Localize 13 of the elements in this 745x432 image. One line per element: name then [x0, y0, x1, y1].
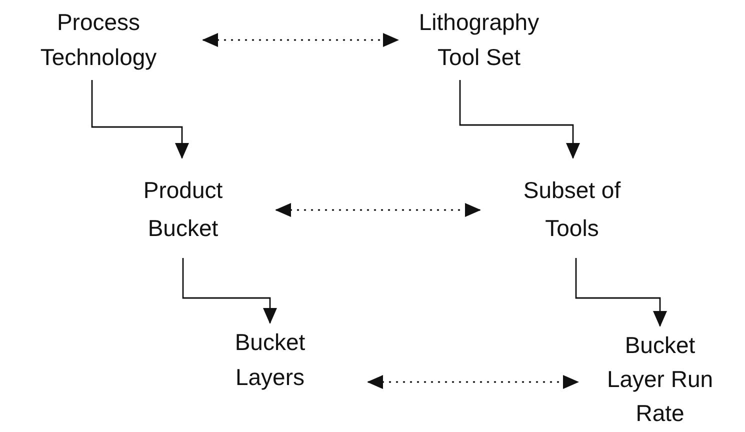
- dotted-double-arrow: [275, 203, 481, 217]
- elbow-arrow: [575, 258, 667, 327]
- node-label: Product Bucket: [142, 176, 224, 243]
- node-label: Bucket Layer Run Rate: [606, 331, 714, 428]
- node-label: Subset of Tools: [522, 176, 622, 243]
- dotted-double-arrow: [202, 33, 399, 47]
- dotted-double-arrow: [367, 375, 579, 389]
- elbow-arrow: [459, 80, 580, 159]
- node-label: Lithography Tool Set: [418, 8, 540, 72]
- node-label: Process Technology: [39, 8, 158, 72]
- node-label: Bucket Layers: [234, 328, 306, 392]
- elbow-arrow: [91, 80, 189, 159]
- elbow-arrow: [182, 258, 277, 324]
